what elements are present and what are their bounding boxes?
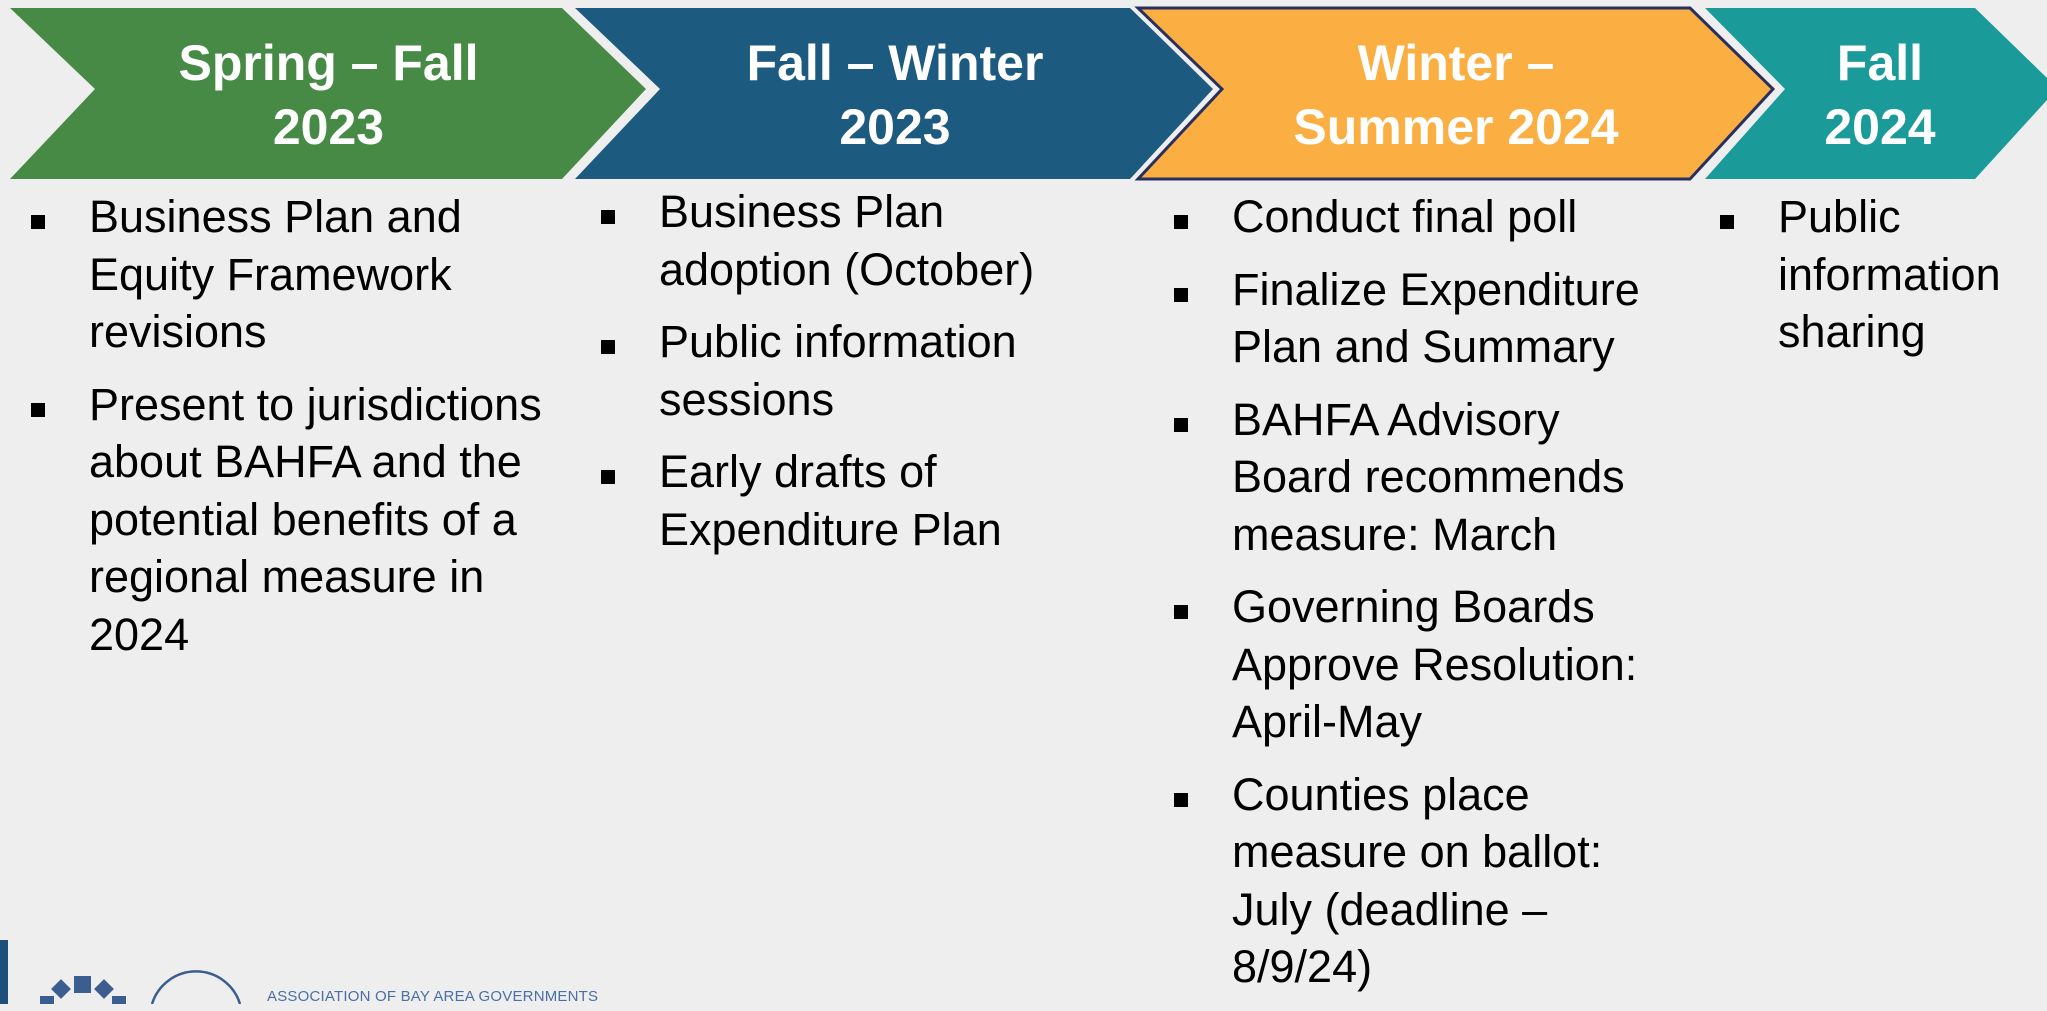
list-item: Public information sharing — [1720, 188, 2040, 361]
phase-column-1: Business Plan and Equity Framework revis… — [31, 188, 591, 678]
abag-logo-icon — [40, 976, 126, 1004]
list-item: Finalize Expenditure Plan and Summary — [1174, 261, 1689, 376]
seal-logo-icon — [150, 970, 242, 1004]
phase-title: Spring – Fall 2023 — [178, 35, 479, 155]
phase-column-2: Business Plan adoption (October) Public … — [601, 183, 1091, 573]
phase-title: Fall – Winter 2023 — [746, 35, 1044, 155]
phase-title: Fall 2024 — [1824, 35, 1936, 155]
list-item: Conduct final poll — [1174, 188, 1689, 246]
list-item: Business Plan adoption (October) — [601, 183, 1091, 298]
timeline-chevrons — [10, 6, 2047, 181]
list-item: Governing Boards Approve Resolution: Apr… — [1174, 578, 1689, 751]
list-item: Counties place measure on ballot: July (… — [1174, 766, 1689, 996]
list-item: Present to jurisdictions about BAHFA and… — [31, 376, 591, 664]
list-item: BAHFA Advisory Board recommends measure:… — [1174, 391, 1689, 564]
footer-accent-bar — [0, 940, 8, 1004]
phase-column-4: Public information sharing — [1720, 188, 2040, 376]
footer-logos — [0, 940, 242, 1004]
footer-org-name: ASSOCIATION OF BAY AREA GOVERNMENTS — [267, 988, 599, 1005]
chevron-winter-summer-2024 — [1134, 6, 1776, 181]
chevron-fall-winter-2023 — [575, 8, 1213, 179]
list-item: Early drafts of Expenditure Plan — [601, 443, 1091, 558]
phase-title: Winter – Summer 2024 — [1293, 35, 1619, 155]
chevron-fall-2024 — [1705, 8, 2047, 179]
list-item: Public information sessions — [601, 313, 1091, 428]
list-item: Business Plan and Equity Framework revis… — [31, 188, 591, 361]
chevron-spring-fall-2023 — [10, 8, 646, 179]
phase-column-3: Conduct final poll Finalize Expenditure … — [1174, 188, 1689, 1011]
